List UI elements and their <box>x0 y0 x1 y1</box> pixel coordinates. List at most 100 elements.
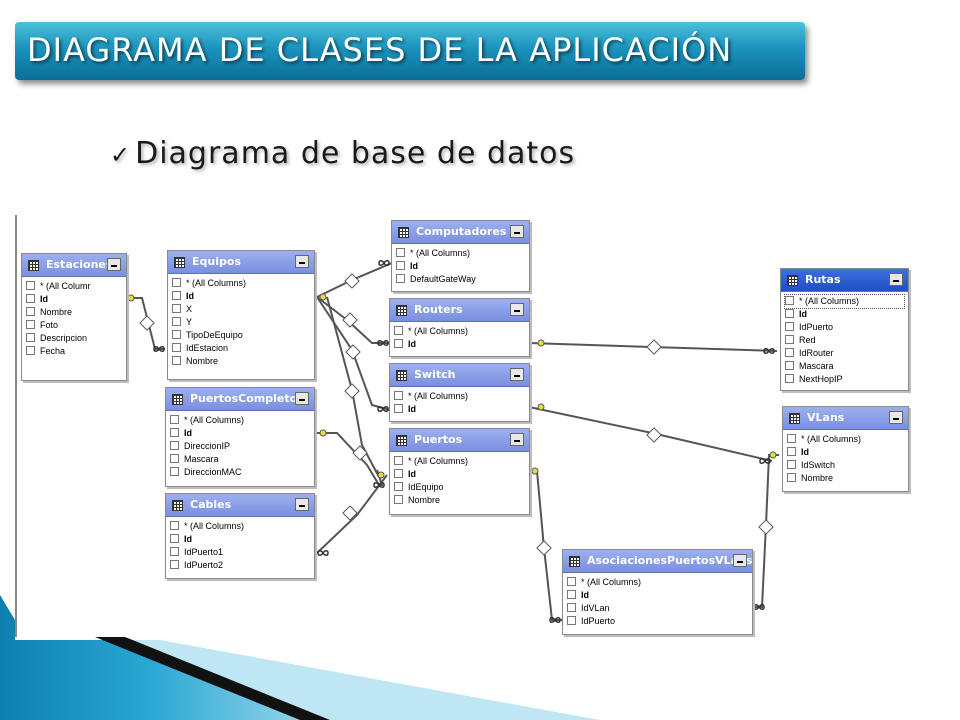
checkbox[interactable] <box>394 339 403 348</box>
column-row[interactable]: X <box>172 303 310 316</box>
table-header[interactable]: PuertosCompletos <box>166 388 314 411</box>
checkbox[interactable] <box>394 326 403 335</box>
table-header[interactable]: Rutas <box>781 269 908 292</box>
column-row[interactable]: Foto <box>26 319 122 332</box>
table-routers[interactable]: Routers * (All Columns) Id <box>389 298 530 357</box>
table-header[interactable]: VLans <box>783 407 908 430</box>
column-row[interactable]: IdPuerto <box>567 615 748 628</box>
checkbox[interactable] <box>396 248 405 257</box>
column-row[interactable]: Nombre <box>172 355 310 368</box>
checkbox[interactable] <box>170 428 179 437</box>
minimize-icon[interactable] <box>889 273 903 286</box>
minimize-icon[interactable] <box>510 433 524 446</box>
checkbox[interactable] <box>26 333 35 342</box>
checkbox[interactable] <box>172 278 181 287</box>
minimize-icon[interactable] <box>889 411 903 424</box>
column-row[interactable]: Id <box>394 468 525 481</box>
checkbox[interactable] <box>394 391 403 400</box>
checkbox[interactable] <box>26 294 35 303</box>
checkbox[interactable] <box>394 469 403 478</box>
checkbox[interactable] <box>172 317 181 326</box>
checkbox[interactable] <box>567 577 576 586</box>
column-row[interactable]: * (All Columns) <box>394 325 525 338</box>
table-header[interactable]: Equipos <box>168 251 314 274</box>
checkbox[interactable] <box>785 309 794 318</box>
column-row[interactable]: IdRouter <box>785 347 904 360</box>
checkbox[interactable] <box>26 320 35 329</box>
table-estaciones[interactable]: Estaciones * (All Columr Id Nombre Foto … <box>21 253 127 381</box>
checkbox[interactable] <box>396 274 405 283</box>
column-row[interactable]: Nombre <box>787 472 904 485</box>
column-row[interactable]: * (All Columns) <box>567 576 748 589</box>
checkbox[interactable] <box>787 473 796 482</box>
column-row[interactable]: Red <box>785 334 904 347</box>
column-row[interactable]: Nombre <box>26 306 122 319</box>
table-header[interactable]: Cables <box>166 494 314 517</box>
table-header[interactable]: Switch <box>390 364 529 387</box>
checkbox[interactable] <box>785 374 794 383</box>
table-header[interactable]: Computadores <box>392 221 529 244</box>
column-row[interactable]: Id <box>26 293 122 306</box>
column-row[interactable]: Id <box>567 589 748 602</box>
minimize-icon[interactable] <box>295 255 309 268</box>
column-row[interactable]: TipoDeEquipo <box>172 329 310 342</box>
checkbox[interactable] <box>567 616 576 625</box>
table-puertos[interactable]: Puertos * (All Columns) Id IdEquipo Nomb… <box>389 428 530 515</box>
column-row[interactable]: Id <box>787 446 904 459</box>
checkbox[interactable] <box>170 560 179 569</box>
checkbox[interactable] <box>785 322 794 331</box>
table-cables[interactable]: Cables * (All Columns) Id IdPuerto1 IdPu… <box>165 493 315 579</box>
checkbox[interactable] <box>26 307 35 316</box>
checkbox[interactable] <box>787 447 796 456</box>
column-row[interactable]: * (All Columns) <box>787 433 904 446</box>
column-row[interactable]: DireccionIP <box>170 440 310 453</box>
table-rutas[interactable]: Rutas * (All Columns) Id IdPuerto Red Id… <box>780 268 909 391</box>
checkbox[interactable] <box>394 482 403 491</box>
checkbox[interactable] <box>170 415 179 424</box>
column-row[interactable]: Id <box>785 308 904 321</box>
column-row[interactable]: Id <box>394 338 525 351</box>
checkbox[interactable] <box>172 343 181 352</box>
minimize-icon[interactable] <box>733 554 747 567</box>
column-row[interactable]: IdSwitch <box>787 459 904 472</box>
column-row[interactable]: Id <box>170 427 310 440</box>
column-row[interactable]: * (All Columns) <box>396 247 525 260</box>
column-row[interactable]: Fecha <box>26 345 122 358</box>
checkbox[interactable] <box>785 335 794 344</box>
column-row[interactable]: Descripcion <box>26 332 122 345</box>
checkbox[interactable] <box>26 281 35 290</box>
minimize-icon[interactable] <box>107 258 121 271</box>
minimize-icon[interactable] <box>510 225 524 238</box>
minimize-icon[interactable] <box>295 498 309 511</box>
table-header[interactable]: Routers <box>390 299 529 322</box>
table-header[interactable]: Estaciones <box>22 254 126 277</box>
column-row[interactable]: IdPuerto2 <box>170 559 310 572</box>
checkbox[interactable] <box>787 460 796 469</box>
checkbox[interactable] <box>170 534 179 543</box>
column-row[interactable]: NextHopIP <box>785 373 904 386</box>
table-puertos-completos[interactable]: PuertosCompletos * (All Columns) Id Dire… <box>165 387 315 487</box>
column-row[interactable]: IdVLan <box>567 602 748 615</box>
column-row[interactable]: Y <box>172 316 310 329</box>
checkbox[interactable] <box>787 434 796 443</box>
checkbox[interactable] <box>396 261 405 270</box>
minimize-icon[interactable] <box>295 392 309 405</box>
column-row[interactable]: * (All Columr <box>26 280 122 293</box>
column-row[interactable]: * (All Columns) <box>394 390 525 403</box>
column-row[interactable]: Id <box>172 290 310 303</box>
column-row[interactable]: Id <box>394 403 525 416</box>
table-switch[interactable]: Switch * (All Columns) Id <box>389 363 530 422</box>
table-header[interactable]: Puertos <box>390 429 529 452</box>
column-row[interactable]: DireccionMAC <box>170 466 310 479</box>
checkbox[interactable] <box>170 547 179 556</box>
column-row[interactable]: IdEquipo <box>394 481 525 494</box>
table-computadores[interactable]: Computadores * (All Columns) Id DefaultG… <box>391 220 530 292</box>
column-row[interactable]: IdPuerto1 <box>170 546 310 559</box>
column-row[interactable]: Mascara <box>170 453 310 466</box>
checkbox[interactable] <box>170 467 179 476</box>
table-equipos[interactable]: Equipos * (All Columns) Id X Y TipoDeEqu… <box>167 250 315 380</box>
checkbox[interactable] <box>785 348 794 357</box>
table-asociaciones-puertos-vlans[interactable]: AsociacionesPuertosVLans * (All Columns)… <box>562 549 753 635</box>
column-row[interactable]: DefaultGateWay <box>396 273 525 286</box>
checkbox[interactable] <box>394 456 403 465</box>
